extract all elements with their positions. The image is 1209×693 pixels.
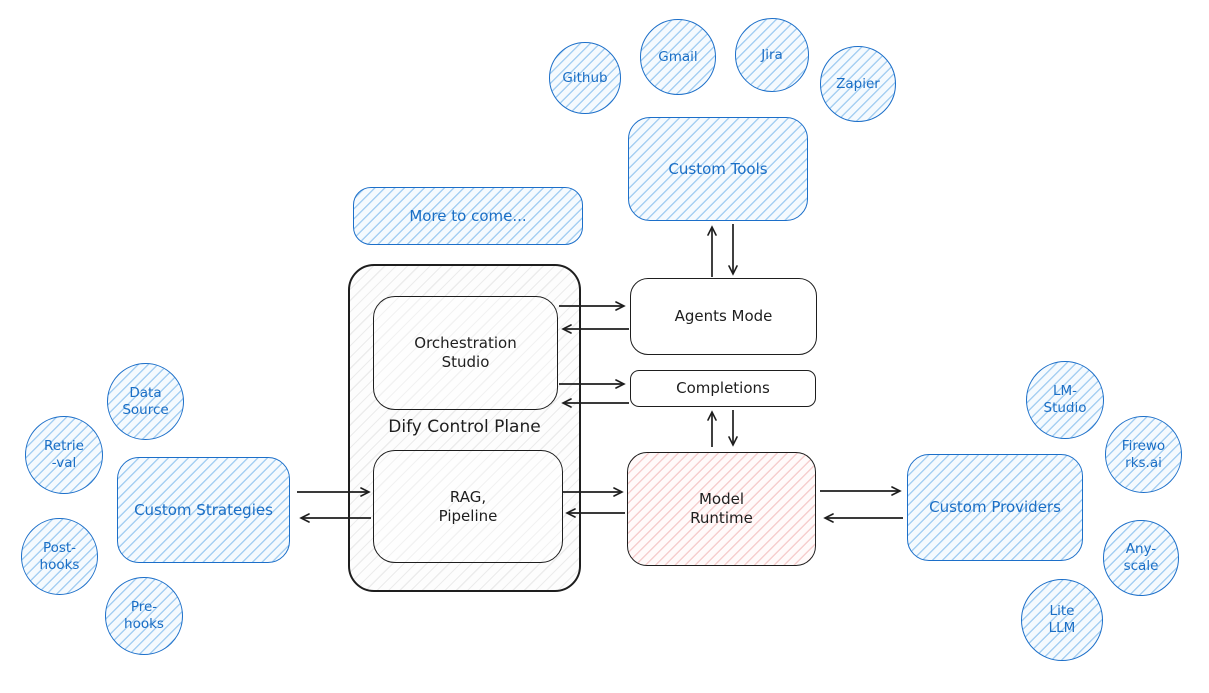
custom-strategies-box: Custom Strategies [117, 457, 290, 563]
retrieval-circle: Retrie -val [25, 416, 103, 494]
anyscale-circle: Any- scale [1103, 520, 1179, 596]
github-circle: Github [549, 42, 621, 114]
data-source-circle: Data Source [107, 363, 184, 440]
fireworks-ai-circle: Firewo rks.ai [1105, 416, 1182, 493]
agents-mode-box: Agents Mode [630, 278, 817, 355]
lite-llm-circle: Lite LLM [1021, 579, 1103, 661]
rag-pipeline-box: RAG, Pipeline [373, 450, 563, 563]
completions-box: Completions [630, 370, 816, 407]
pre-hooks-circle: Pre- hooks [105, 577, 183, 655]
post-hooks-circle: Post- hooks [21, 518, 98, 595]
orchestration-studio-box: Orchestration Studio [373, 296, 558, 410]
model-runtime-box: Model Runtime [627, 452, 816, 566]
custom-tools-box: Custom Tools [628, 117, 808, 221]
lm-studio-circle: LM- Studio [1026, 361, 1104, 439]
dify-control-plane-container [348, 264, 581, 592]
more-to-come-box: More to come... [353, 187, 583, 245]
custom-providers-box: Custom Providers [907, 454, 1083, 561]
jira-circle: Jira [735, 18, 809, 92]
gmail-circle: Gmail [640, 19, 716, 95]
dify-control-plane-label: Dify Control Plane [388, 417, 541, 437]
zapier-circle: Zapier [820, 46, 896, 122]
